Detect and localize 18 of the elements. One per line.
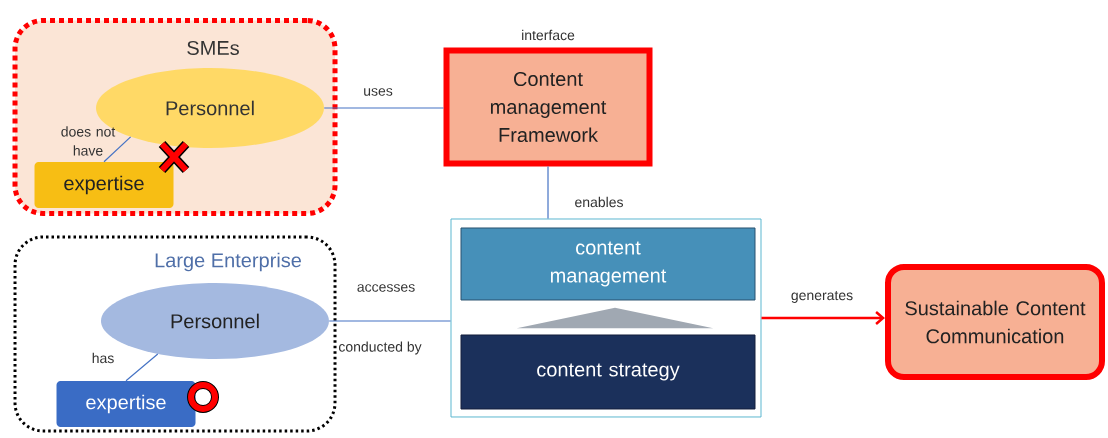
edge-label: uses	[364, 88, 393, 96]
connector	[323, 107, 445, 109]
text-label: conducted by	[338, 341, 422, 355]
edge-label: accesses	[357, 284, 415, 292]
layer-box: content strategy	[460, 334, 756, 410]
connector	[103, 136, 132, 163]
connector	[761, 311, 885, 325]
edge-label: generates	[791, 291, 853, 303]
node-caption: interface	[522, 29, 575, 41]
connector	[547, 165, 549, 220]
expertise-box: expertise	[34, 162, 174, 208]
outcome-box: Sustainable Content Communication	[885, 264, 1105, 380]
edge-label: enables	[575, 196, 623, 208]
expertise-box: expertise	[56, 381, 196, 427]
connector	[328, 320, 452, 322]
layer-box: content management	[460, 227, 756, 301]
connector	[125, 353, 159, 382]
framework-box: Content management Framework	[443, 47, 653, 167]
